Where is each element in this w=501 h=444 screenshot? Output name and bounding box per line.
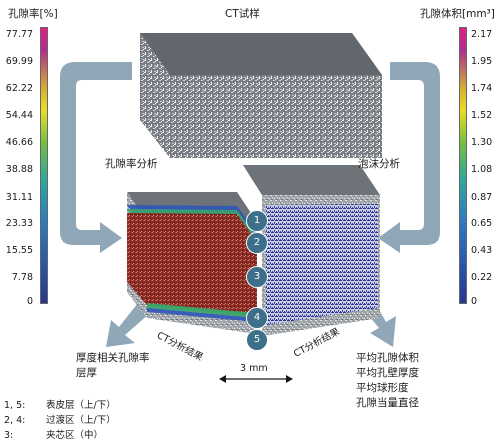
tick-label: 69.99 <box>5 56 33 67</box>
tick-label: 23.33 <box>5 218 33 229</box>
legend-key-3: 3: <box>4 430 14 441</box>
tick-label: 1.08 <box>471 164 493 175</box>
porosity-colorbar <box>40 27 48 304</box>
scale-label: 3 mm <box>240 363 268 374</box>
result-layer-thickness: 层厚 <box>76 367 97 379</box>
tick-label: 1.30 <box>471 137 493 148</box>
pore-volume-colorbar-title: 孔隙体积[mm³] <box>420 8 495 20</box>
result-mean-wall-thickness: 平均孔壁厚度 <box>356 367 419 379</box>
layer-number-1: 1 <box>246 210 268 232</box>
tick-label: 38.88 <box>5 164 33 175</box>
result-mean-pore-volume: 平均孔隙体积 <box>356 352 419 364</box>
tick-label: 1.52 <box>471 110 493 121</box>
porosity-colorbar-title: 孔隙率[%] <box>8 8 58 20</box>
tick-label: 0.87 <box>471 192 493 203</box>
tick-label: 1.74 <box>471 83 493 94</box>
tick-label: 0.65 <box>471 218 493 229</box>
tick-label: 0 <box>471 296 478 307</box>
tick-label: 0 <box>26 296 33 307</box>
tick-label: 54.44 <box>5 110 33 121</box>
tick-label: 7.78 <box>11 272 33 283</box>
ct-sample-title: CT试样 <box>225 8 260 20</box>
layer-number-2: 2 <box>246 232 268 254</box>
layer-number-5: 5 <box>246 329 268 351</box>
legend-value-1: 表皮层（上/下） <box>46 400 116 411</box>
result-porosity-thickness: 厚度相关孔隙率 <box>76 352 150 364</box>
layer-number-3: 3 <box>246 266 268 288</box>
tick-label: 46.66 <box>5 137 33 148</box>
layer-number-4: 4 <box>246 307 268 329</box>
tick-label: 15.55 <box>5 245 33 256</box>
legend-value-2: 过渡区（上/下） <box>46 415 116 426</box>
tick-label: 2.17 <box>471 29 493 40</box>
pore-volume-colorbar <box>459 27 467 304</box>
tick-label: 0.22 <box>471 272 493 283</box>
tick-label: 0.43 <box>471 245 493 256</box>
tick-label: 62.22 <box>5 83 33 94</box>
legend-key-2: 2, 4: <box>4 415 26 426</box>
result-equivalent-diameter: 孔隙当量直径 <box>356 397 419 409</box>
foam-analysis-label: 泡沫分析 <box>358 158 400 170</box>
tick-label: 77.77 <box>5 29 33 40</box>
result-mean-sphericity: 平均球形度 <box>356 382 409 394</box>
porosity-analysis-label: 孔隙率分析 <box>105 158 158 170</box>
tick-label: 31.11 <box>5 192 33 203</box>
legend-value-3: 夹芯区（中） <box>46 430 104 441</box>
legend-key-1: 1, 5: <box>4 400 26 411</box>
tick-label: 1.95 <box>471 56 493 67</box>
